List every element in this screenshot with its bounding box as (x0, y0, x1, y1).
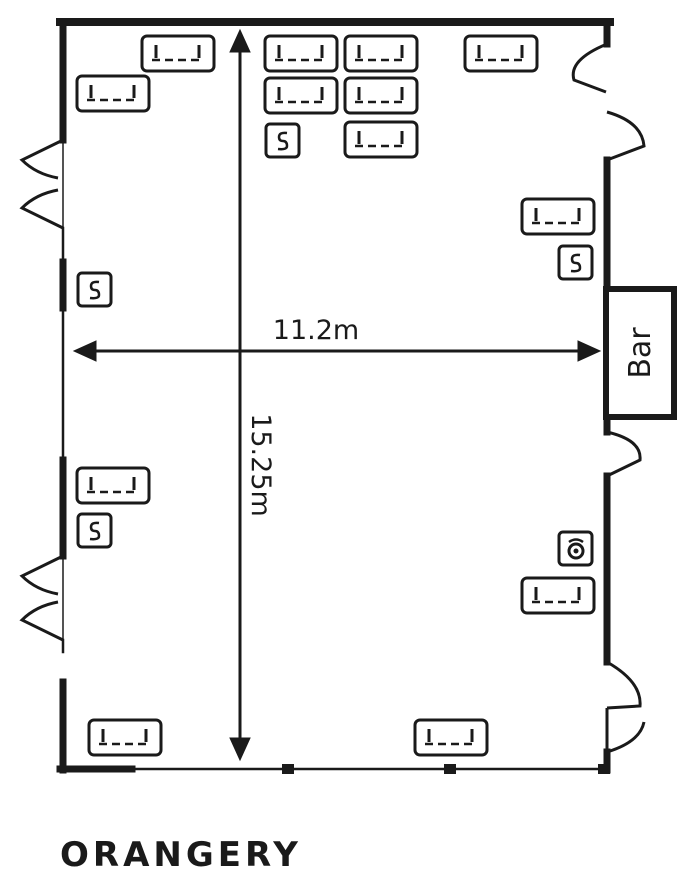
double-socket-icon (413, 718, 489, 757)
door (606, 430, 642, 478)
double-socket-icon (343, 120, 419, 159)
switch-socket-icon (557, 244, 594, 281)
room-title: ORANGERY (60, 835, 302, 875)
walls (56, 18, 614, 774)
double-socket-icon (87, 718, 163, 757)
double-socket-icon (75, 74, 151, 113)
network-sockets (557, 530, 594, 567)
bar-counter: Bar (603, 286, 677, 420)
length-dimension-label: 15.25m (245, 413, 276, 517)
double-socket-icon (463, 34, 539, 73)
double-sockets (75, 34, 596, 757)
width-dimension-label: 11.2m (273, 315, 359, 346)
dimension-arrows (72, 28, 602, 762)
double-socket-icon (75, 466, 151, 505)
door (606, 110, 646, 162)
double-socket-icon (263, 34, 339, 73)
double-socket-icon (343, 34, 419, 73)
double-socket-icon (343, 76, 419, 115)
double-socket-icon (520, 576, 596, 615)
door (571, 42, 608, 94)
bar-label: Bar (623, 327, 658, 379)
network-socket-icon (557, 530, 594, 567)
door (19, 600, 64, 642)
switch-socket-icon (76, 271, 113, 308)
door (19, 188, 64, 230)
double-socket-icon (263, 76, 339, 115)
double-socket-icon (140, 34, 216, 73)
double-socket-icon (520, 197, 596, 236)
switch-socket-icon (264, 122, 301, 159)
switch-socket-icon (76, 512, 113, 549)
door (19, 138, 64, 180)
door (606, 660, 642, 710)
door (605, 708, 646, 755)
doors (19, 42, 646, 755)
door (19, 554, 64, 596)
